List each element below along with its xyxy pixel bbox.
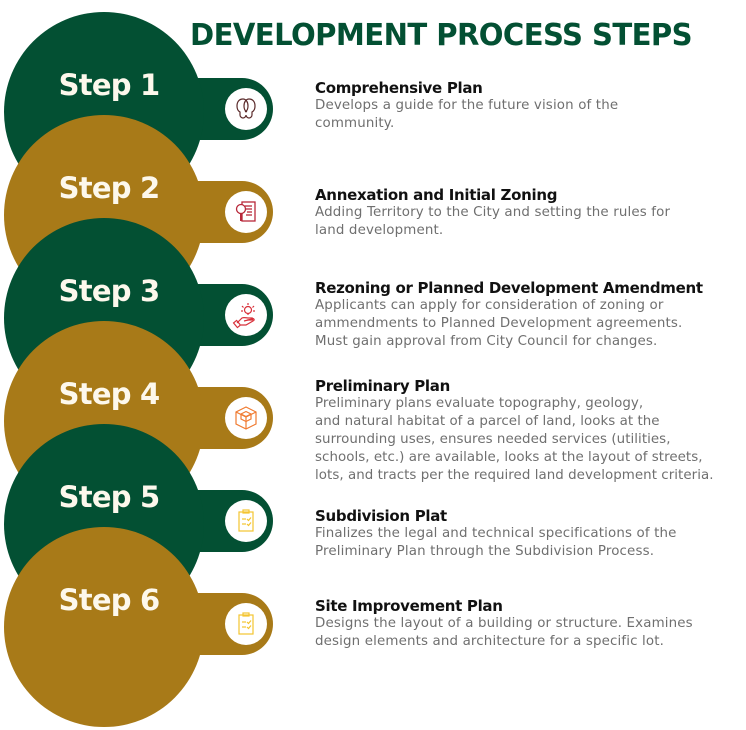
- step-text: Designs the layout of a building or stru…: [315, 616, 693, 649]
- page-title: DEVELOPMENT PROCESS STEPS: [190, 18, 693, 53]
- clipboard-check-icon: [225, 500, 267, 542]
- step-5-description: Subdivision Plat Finalizes the legal and…: [315, 507, 745, 561]
- step-text: Develops a guide for the future vision o…: [315, 98, 619, 131]
- step-heading: Preliminary Plan: [315, 377, 450, 395]
- step-2-description: Annexation and Initial Zoning Adding Ter…: [315, 186, 745, 240]
- step-heading: Site Improvement Plan: [315, 597, 503, 615]
- step-heading: Comprehensive Plan: [315, 79, 483, 97]
- step-3-description: Rezoning or Planned Development Amendmen…: [315, 279, 745, 351]
- step-heading: Rezoning or Planned Development Amendmen…: [315, 279, 703, 297]
- step-1-description: Comprehensive Plan Develops a guide for …: [315, 79, 745, 133]
- lightbulb-hand-icon: [225, 294, 267, 336]
- two-heads-icon: [225, 88, 267, 130]
- step-4-description: Preliminary Plan Preliminary plans evalu…: [315, 377, 745, 485]
- step-circle: [4, 527, 204, 727]
- step-text: Applicants can apply for consideration o…: [315, 298, 683, 349]
- step-label: Step 3: [58, 274, 160, 308]
- step-6: Step 6: [4, 527, 274, 727]
- step-heading: Annexation and Initial Zoning: [315, 186, 558, 204]
- document-magnifier-icon: [225, 191, 267, 233]
- step-text: Finalizes the legal and technical specif…: [315, 526, 677, 559]
- cube-icon: [225, 397, 267, 439]
- step-label: Step 6: [58, 583, 160, 617]
- step-label: Step 5: [58, 480, 160, 514]
- step-6-description: Site Improvement Plan Designs the layout…: [315, 597, 745, 651]
- step-label: Step 4: [58, 377, 160, 411]
- step-text: Preliminary plans evaluate topography, g…: [315, 396, 714, 483]
- step-label: Step 1: [58, 68, 160, 102]
- clipboard-check-icon: [225, 603, 267, 645]
- step-label: Step 2: [58, 171, 160, 205]
- step-heading: Subdivision Plat: [315, 507, 447, 525]
- step-text: Adding Territory to the City and setting…: [315, 205, 671, 238]
